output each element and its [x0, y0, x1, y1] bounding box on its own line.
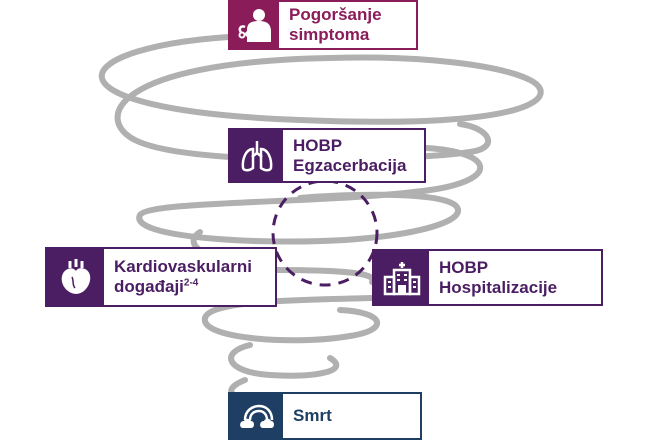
cardio-reference: 2-4 [183, 277, 199, 289]
symptoms-line2: simptoma [289, 25, 370, 44]
exacerbation-line2: Egzacerbacija [293, 155, 407, 175]
hospital-line2: Hospitalizacije [439, 277, 558, 297]
cardio-line2-text: događaji [114, 277, 184, 296]
cardio-line2: događaji2-4 [114, 277, 252, 297]
person-coughing-icon [230, 2, 279, 48]
dashed-cycle-circle [271, 179, 379, 287]
heart-icon [47, 249, 104, 305]
lungs-icon [230, 130, 283, 181]
spiral-ring [136, 145, 484, 245]
exacerbation-line1: HOBP [293, 135, 343, 155]
cardiovascular-events-box: Kardiovaskularni događaji2-4 [45, 247, 277, 307]
death-label: Smrt [293, 406, 332, 425]
copd-hospitalization-box: HOBP Hospitalizacije [372, 249, 603, 306]
copd-exacerbation-box: HOBP Egzacerbacija [228, 128, 426, 183]
cardio-line1: Kardiovaskularni [114, 257, 252, 276]
hospital-line1: HOBP [439, 257, 489, 277]
spiral-ring [228, 342, 340, 379]
death-box: Smrt [228, 392, 422, 440]
symptoms-line1: Pogoršanje [289, 5, 382, 24]
symptoms-worsening-box: Pogoršanje simptoma [228, 0, 418, 50]
hospital-icon [374, 251, 429, 304]
rainbow-cloud-icon [230, 394, 283, 438]
